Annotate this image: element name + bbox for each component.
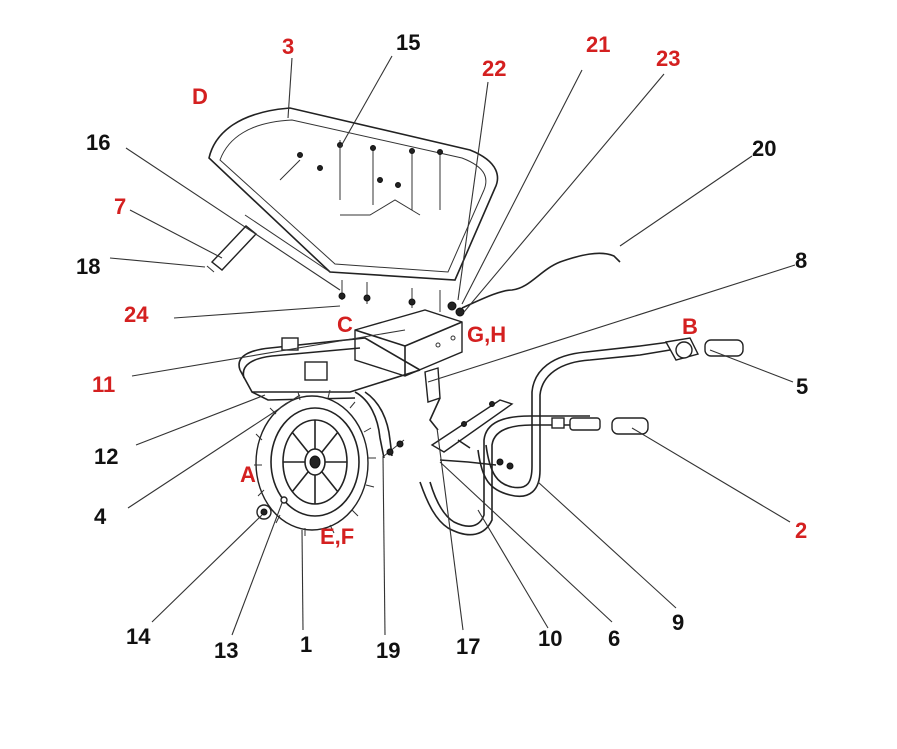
label-17: 17 [456, 634, 480, 659]
label-A: A [240, 462, 256, 487]
label-7: 7 [114, 194, 126, 219]
handle-assembly [419, 337, 744, 536]
label-22: 22 [482, 56, 506, 81]
callout-labels: 3 15 21 22 23 D 16 7 18 20 8 24 C G,H B … [76, 30, 808, 663]
label-6: 6 [608, 626, 620, 651]
label-15: 15 [396, 30, 420, 55]
frame [238, 337, 441, 459]
label-23: 23 [656, 46, 680, 71]
hopper [208, 107, 499, 317]
label-2: 2 [795, 518, 807, 543]
bolts [383, 439, 405, 457]
label-8: 8 [795, 248, 807, 273]
label-24: 24 [124, 302, 149, 327]
leader-lines [109, 55, 796, 636]
label-18: 18 [76, 254, 100, 279]
control-cable [461, 252, 621, 309]
label-21: 21 [586, 32, 610, 57]
label-12: 12 [94, 444, 118, 469]
label-3: 3 [282, 34, 294, 59]
label-16: 16 [86, 130, 110, 155]
label-4: 4 [94, 504, 107, 529]
lever-arm [206, 225, 258, 273]
label-11: 11 [92, 372, 115, 397]
label-GH: G,H [467, 322, 506, 347]
label-13: 13 [214, 638, 238, 663]
label-C: C [337, 312, 353, 337]
label-5: 5 [796, 374, 808, 399]
label-1: 1 [300, 632, 312, 657]
label-EF: E,F [320, 524, 354, 549]
label-20: 20 [752, 136, 776, 161]
label-19: 19 [376, 638, 400, 663]
label-10: 10 [538, 626, 562, 651]
label-14: 14 [126, 624, 151, 649]
wheel [254, 389, 376, 536]
label-B: B [682, 314, 698, 339]
gearbox [354, 309, 463, 377]
label-D: D [192, 84, 208, 109]
label-9: 9 [672, 610, 684, 635]
axle-hardware [256, 496, 288, 520]
